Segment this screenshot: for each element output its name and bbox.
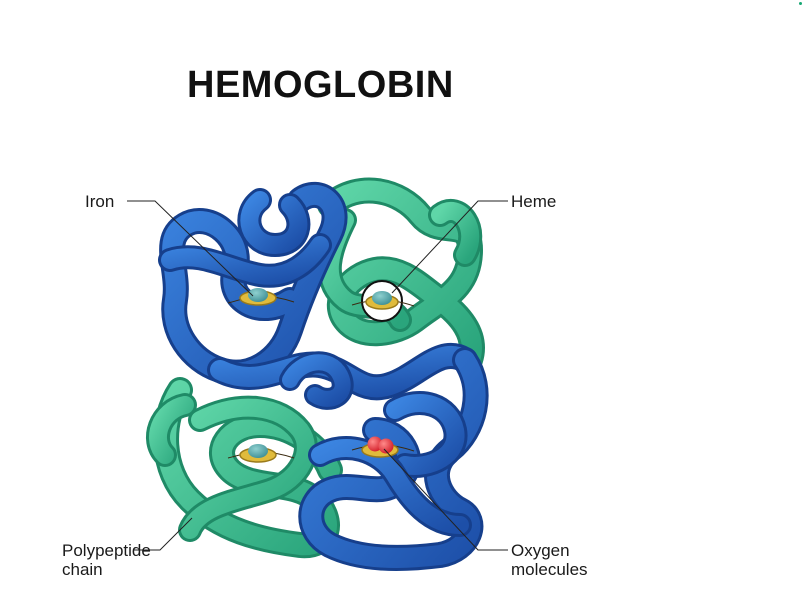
heme-group-top-left bbox=[227, 288, 295, 306]
polypeptide-label-line2: chain bbox=[62, 560, 103, 579]
polypeptide-label-line1: Polypeptide bbox=[62, 541, 151, 560]
heme-group-bottom-right-oxygenated bbox=[351, 436, 415, 458]
corner-dot bbox=[799, 2, 802, 5]
oxygen-label-line1: Oxygen bbox=[511, 541, 570, 560]
diagram-title: HEMOGLOBIN bbox=[187, 64, 454, 106]
blue-subunit-bottom bbox=[298, 347, 489, 571]
leader-lines bbox=[127, 200, 508, 551]
heme-group-top-right bbox=[351, 280, 415, 322]
polypeptide-leader-line bbox=[133, 517, 193, 551]
oxygen-molecules-label: Oxygen molecules bbox=[511, 541, 588, 579]
heme-label: Heme bbox=[511, 192, 557, 211]
oxygen-atom bbox=[378, 438, 394, 454]
heme-group-bottom-left bbox=[227, 444, 295, 463]
iron-label: Iron bbox=[85, 192, 115, 211]
blue-subunit-top bbox=[158, 182, 478, 410]
oxygen-label-line2: molecules bbox=[511, 560, 588, 579]
oxygen-leader-line bbox=[383, 448, 508, 551]
heme-leader-line bbox=[391, 200, 508, 294]
green-subunit-top bbox=[317, 177, 485, 373]
polypeptide-chain-label: Polypeptide chain bbox=[62, 541, 151, 579]
iron-leader-line bbox=[127, 200, 254, 297]
